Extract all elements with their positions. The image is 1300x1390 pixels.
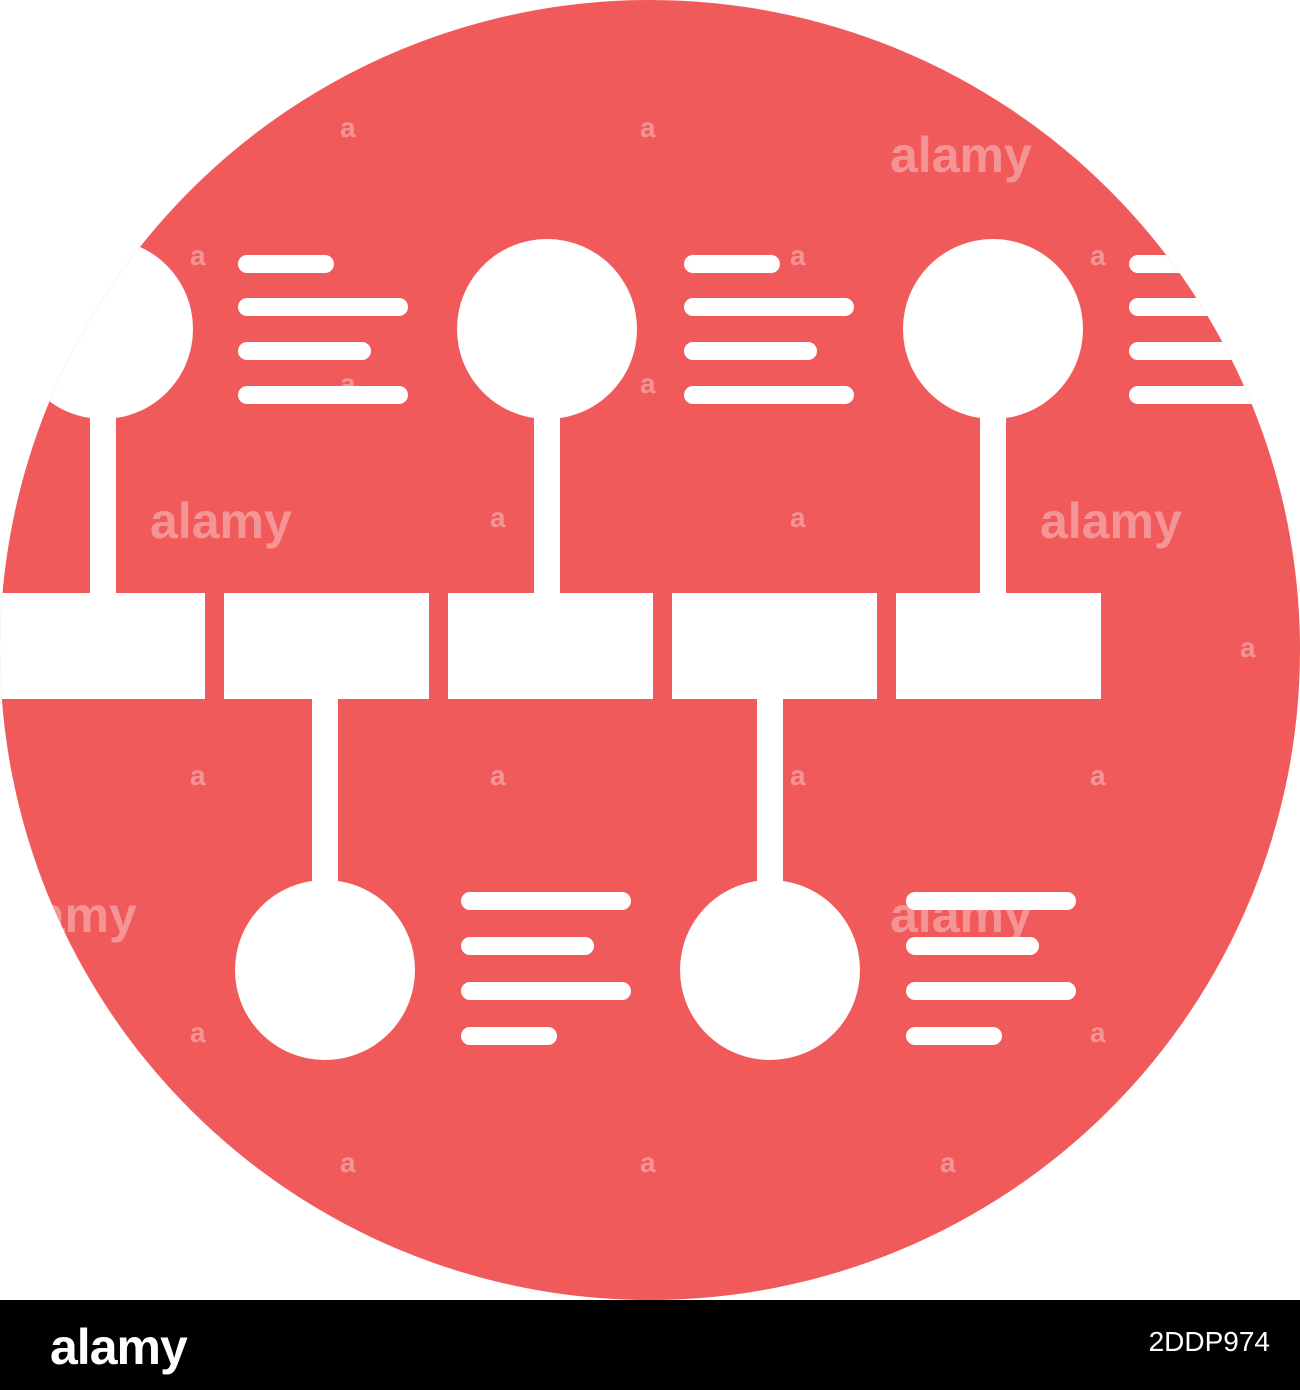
milestone-node-up-1 <box>13 239 193 419</box>
connector-down-1 <box>312 697 338 907</box>
timeline-block-4 <box>672 593 877 699</box>
timeline-icon: alamy alamy alamy alamy alamy a a a a a … <box>0 0 1300 1300</box>
timeline-block-3 <box>448 593 653 699</box>
svg-text:a: a <box>940 1147 956 1178</box>
svg-text:a: a <box>190 760 206 791</box>
svg-text:a: a <box>790 502 806 533</box>
svg-text:a: a <box>340 1147 356 1178</box>
svg-text:alamy: alamy <box>0 887 137 943</box>
text-lines-down-1 <box>461 892 631 1045</box>
svg-text:alamy: alamy <box>890 127 1032 183</box>
svg-text:a: a <box>490 502 506 533</box>
milestone-node-down-1 <box>235 880 415 1060</box>
text-lines-down-2 <box>906 892 1076 1045</box>
milestone-node-up-2 <box>457 239 637 419</box>
svg-text:a: a <box>640 1147 656 1178</box>
brand-logo: alamy <box>50 1319 188 1375</box>
svg-text:a: a <box>340 368 356 399</box>
connector-up-3 <box>980 390 1006 595</box>
text-lines-up-1 <box>238 255 408 404</box>
svg-text:a: a <box>190 240 206 271</box>
svg-text:a: a <box>190 1017 206 1048</box>
timeline-block-1 <box>0 593 205 699</box>
svg-text:a: a <box>1240 632 1256 663</box>
connector-down-2 <box>757 697 783 907</box>
svg-text:a: a <box>340 112 356 143</box>
timeline-group <box>0 239 1299 1060</box>
timeline-block-2 <box>224 593 429 699</box>
connector-up-2 <box>534 390 560 595</box>
text-lines-up-2 <box>684 255 854 404</box>
svg-text:alamy: alamy <box>150 493 292 549</box>
stock-image-id: 2DDP974 <box>1148 1326 1270 1357</box>
svg-text:a: a <box>790 760 806 791</box>
svg-text:a: a <box>640 112 656 143</box>
svg-text:a: a <box>640 368 656 399</box>
connector-up-1 <box>90 390 116 595</box>
timeline-block-5 <box>896 593 1101 699</box>
svg-text:alamy: alamy <box>1040 493 1182 549</box>
svg-text:a: a <box>790 240 806 271</box>
svg-text:a: a <box>790 1017 806 1048</box>
svg-text:alamy: alamy <box>890 887 1032 943</box>
timeline-icon-illustration: alamy alamy alamy alamy alamy a a a a a … <box>0 0 1300 1300</box>
milestone-node-up-3 <box>903 239 1083 419</box>
svg-text:a: a <box>490 760 506 791</box>
svg-text:a: a <box>1090 240 1106 271</box>
svg-text:a: a <box>1090 760 1106 791</box>
milestone-node-down-2 <box>680 880 860 1060</box>
watermark-overlay: alamy alamy alamy alamy alamy a a a a a … <box>0 112 1256 1178</box>
svg-text:a: a <box>1090 1017 1106 1048</box>
svg-text:a: a <box>490 1017 506 1048</box>
stock-footer-bar: alamy 2DDP974 <box>0 1300 1300 1390</box>
